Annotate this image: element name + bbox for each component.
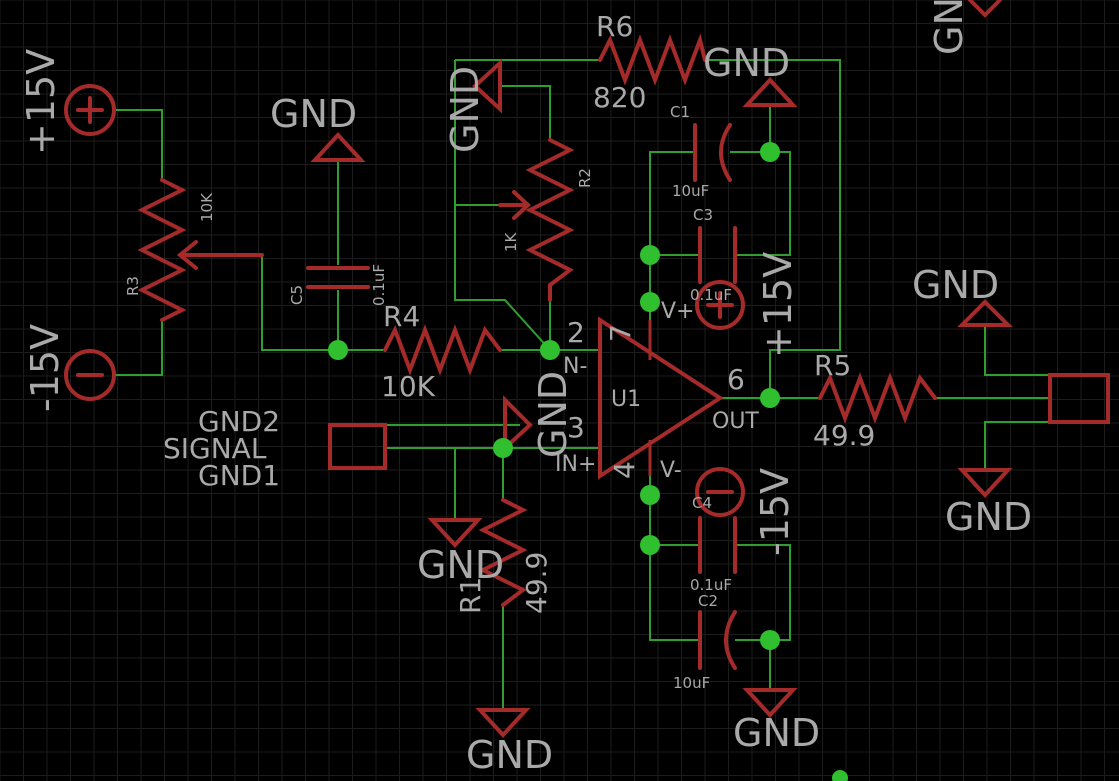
r5-resistor-symbol <box>818 372 937 424</box>
label-c1-name: C1 <box>670 103 690 121</box>
r6-resistor-symbol <box>598 33 707 86</box>
u1-opamp-symbol <box>598 316 724 480</box>
label-minus15v-left: -15V <box>23 324 67 412</box>
label-pin2: 2 <box>567 316 585 349</box>
gnd-symbol-c2 <box>742 688 798 718</box>
label-u1: U1 <box>611 387 641 412</box>
gnd-symbol-feedback <box>472 58 502 114</box>
label-gnd-feedback: GND <box>443 66 487 153</box>
label-pin4: 4 <box>608 461 641 479</box>
label-c2-name: C2 <box>698 592 718 610</box>
label-pin6: 6 <box>727 363 745 396</box>
label-minus15v-right: -15V <box>753 468 797 556</box>
label-gnd-signal: GND <box>417 543 504 587</box>
c2-capacitor-symbol <box>698 610 737 670</box>
label-signal: SIGNAL <box>163 432 267 465</box>
label-c4-value: 0.1uF <box>690 576 732 594</box>
input-connector-symbol <box>328 423 387 470</box>
label-in-plus: IN+ <box>555 452 596 477</box>
label-in-minus: N- <box>563 354 587 379</box>
label-c5-name: C5 <box>288 285 306 305</box>
label-c4-name: C4 <box>692 494 712 512</box>
gnd-symbol-r1 <box>475 708 531 738</box>
label-c3-name: C3 <box>693 206 713 224</box>
label-r6-value: 820 <box>593 81 646 114</box>
r3-resistor-symbol <box>137 178 187 322</box>
c3-capacitor-symbol <box>695 226 745 330</box>
label-r4-name: R4 <box>383 300 420 333</box>
label-r5-value: 49.9 <box>813 419 875 452</box>
label-gnd-r6: GND <box>703 41 790 85</box>
c1-capacitor-symbol <box>693 123 732 182</box>
label-c3-value: 0.1uF <box>690 286 732 304</box>
c4-capacitor-symbol <box>695 467 745 574</box>
label-pin7: 7 <box>604 324 637 342</box>
junctions <box>328 142 848 781</box>
gnd-symbol-r6 <box>742 77 798 107</box>
gnd-symbol-corner <box>968 0 1002 18</box>
label-vminus: V- <box>660 458 682 483</box>
label-r1-name: R1 <box>454 577 487 614</box>
r4-resistor-symbol <box>383 324 502 376</box>
r3-wiper-arrow <box>176 240 264 270</box>
plus-15v-source-symbol <box>64 84 116 136</box>
r1-resistor-symbol <box>478 498 528 607</box>
label-r4-value: 10K <box>381 370 436 403</box>
label-r3-value: 10K <box>198 192 216 222</box>
label-vplus: V+ <box>661 299 694 324</box>
output-connector-symbol <box>1048 373 1110 424</box>
label-r1-value: 49.9 <box>520 552 553 614</box>
label-gnd-connector-bottom: GND <box>945 495 1032 539</box>
label-c2-value: 10uF <box>673 674 710 692</box>
label-gnd-bottom-c2: GND <box>733 711 820 755</box>
label-gnd-connector-top: GND <box>912 263 999 307</box>
gnd-symbol-c5 <box>310 132 366 162</box>
minus-15v-source-symbol <box>64 349 116 401</box>
label-gnd-corner: GND <box>927 0 971 55</box>
c5-capacitor-symbol <box>306 266 370 289</box>
label-out: OUT <box>712 409 759 434</box>
label-c5-value: 0.1uF <box>370 264 388 306</box>
label-r2-name: R2 <box>576 168 594 188</box>
label-r2-value: 1K <box>502 231 520 252</box>
label-r5-name: R5 <box>814 349 851 382</box>
label-r3-name: R3 <box>124 276 142 296</box>
label-plus15v-right: +15V <box>756 252 800 358</box>
label-gnd-c5: GND <box>270 92 357 136</box>
gnd-symbol-signal <box>427 518 483 548</box>
label-gnd2: GND2 <box>198 405 280 438</box>
label-gnd1: GND1 <box>198 459 280 492</box>
label-plus15v-left: +15V <box>19 49 63 155</box>
r2-wiper-arrow <box>498 190 531 220</box>
gnd-symbol-output-top <box>957 299 1013 327</box>
components <box>64 0 1110 738</box>
label-pin3: 3 <box>567 411 585 444</box>
r2-resistor-symbol <box>525 138 575 302</box>
label-r6-name: R6 <box>596 10 633 43</box>
label-c1-value: 10uF <box>672 182 709 200</box>
gnd-symbol-output-bottom <box>957 468 1013 498</box>
labels: GND R6 820 GND GND C1 10uF R2 1K C3 +15V… <box>19 0 1032 777</box>
label-gnd-bottom-r1: GND <box>466 733 553 777</box>
label-gnd-opamp: GND <box>531 371 575 458</box>
